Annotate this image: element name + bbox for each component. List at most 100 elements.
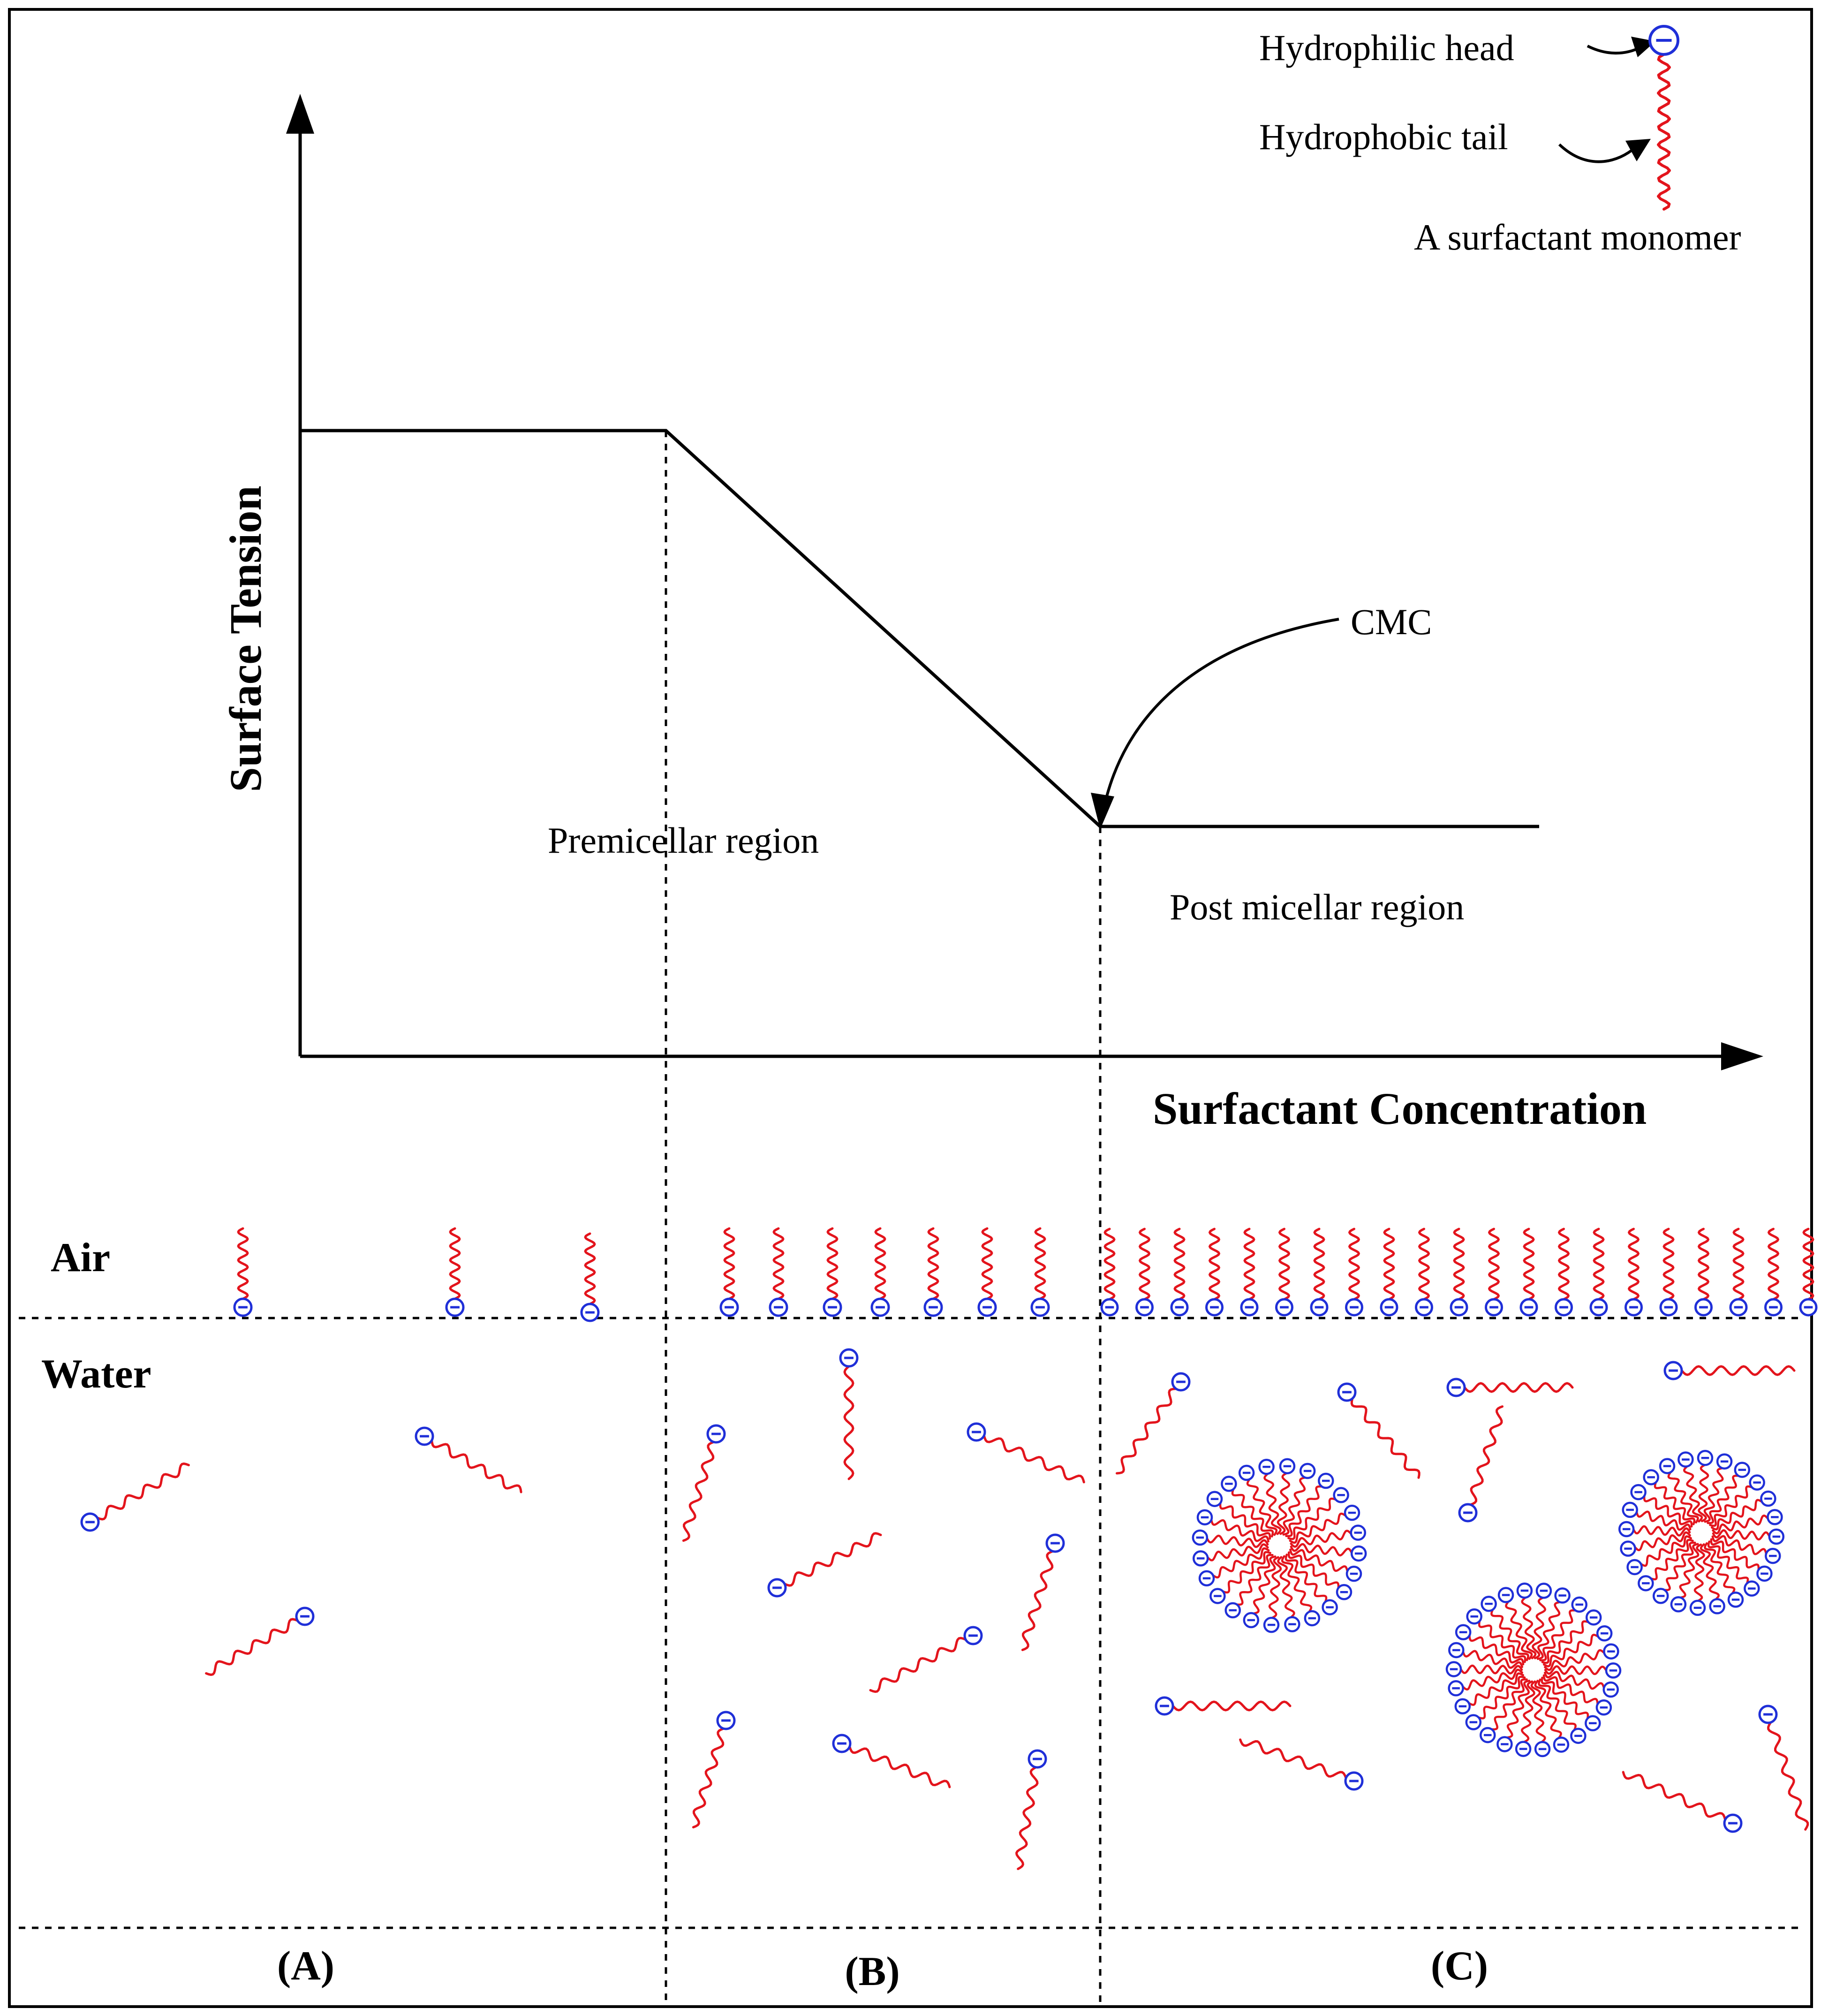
hydrophobic-tail	[1650, 1539, 1694, 1581]
surfactant-molecule	[719, 1227, 739, 1317]
surfactant-molecule	[1704, 1542, 1744, 1608]
hydrophobic-tail	[1021, 1550, 1054, 1652]
hydrophobic-tail	[1453, 1228, 1465, 1301]
hydrophobic-tail	[1802, 1228, 1814, 1301]
hydrophobic-tail	[1542, 1674, 1599, 1705]
hydrophobic-tail	[1654, 1481, 1696, 1525]
hydrophobic-tail	[1236, 1554, 1274, 1606]
surfactant-molecule	[1541, 1676, 1601, 1732]
surfactant-molecule	[1285, 1554, 1338, 1615]
surfactant-molecule	[1663, 1361, 1796, 1380]
surfactant-molecule	[1243, 1555, 1277, 1629]
surfactant-molecule	[1536, 1587, 1571, 1660]
hydrophobic-tail	[1707, 1474, 1739, 1524]
hydrophobic-tail	[1541, 1676, 1589, 1720]
surfactant-molecule	[1544, 1643, 1619, 1671]
surfactant-molecule	[1703, 1453, 1733, 1523]
hydrophobic-tail	[1287, 1497, 1337, 1540]
surfactant-molecule	[1206, 1491, 1271, 1540]
hydrophobic-tail	[1622, 1771, 1727, 1821]
hydrophobic-tail	[1657, 53, 1671, 211]
surfactant-molecule	[1287, 1487, 1349, 1540]
hydrophobic-tail	[237, 1227, 249, 1300]
hydrophobic-tail	[1277, 1556, 1295, 1619]
hydrophobic-tail	[1231, 1488, 1274, 1538]
surfactant-molecule	[1659, 1458, 1699, 1524]
surfactant-molecule	[767, 1532, 882, 1598]
surfactant-molecule	[1659, 1228, 1678, 1317]
surfactant-molecule	[1497, 1587, 1533, 1660]
surfactant-molecule	[1700, 1543, 1725, 1614]
panel-label-c: (C)	[1431, 1943, 1488, 1989]
hydrophobic-tail	[1541, 1620, 1590, 1664]
surfactant-molecule	[1310, 1228, 1329, 1317]
hydrophobic-tail	[1462, 1650, 1524, 1669]
surfactant-molecule	[1289, 1548, 1362, 1582]
surfactant-molecule	[1281, 1555, 1321, 1627]
y-axis-label: Surface Tension	[220, 485, 271, 792]
panel-label-b: (B)	[845, 1949, 899, 1994]
surfactant-molecule	[1799, 1228, 1818, 1317]
surfactant-molecule	[967, 1422, 1085, 1484]
hydrophobic-tail	[1698, 1463, 1709, 1523]
hydrophobic-tail	[1173, 1228, 1186, 1301]
hydrophobic-tail	[1463, 1382, 1574, 1393]
micelle	[1445, 1582, 1622, 1758]
hydrophobic-tail	[1530, 1680, 1546, 1743]
surfactant-molecule	[1541, 1609, 1602, 1664]
hydrophobic-tail	[1461, 1668, 1523, 1690]
hydrophobic-tail	[1383, 1228, 1395, 1301]
surfactant-molecule	[1458, 1405, 1504, 1523]
surfactant-molecule	[445, 1227, 465, 1317]
hydrophobic-tail	[1289, 1548, 1349, 1573]
hydrophobic-tail	[1640, 1535, 1693, 1567]
surfactant-molecule	[1277, 1556, 1300, 1633]
surfactant-molecule	[1697, 1449, 1714, 1523]
hydrophobic-tail	[1282, 1476, 1307, 1536]
surfactant-molecule	[1455, 1624, 1525, 1666]
hydrophobic-tail	[1542, 1634, 1600, 1667]
surfactant-molecule	[80, 1463, 190, 1532]
surfactant-molecule	[415, 1426, 522, 1493]
hydrophobic-tail	[1700, 1543, 1720, 1601]
surfactant-molecule	[1542, 1674, 1612, 1716]
water-label: Water	[41, 1351, 151, 1397]
hydrophobic-tail	[1488, 1228, 1500, 1301]
surfactant-molecule	[1620, 1531, 1691, 1557]
hydrophobic-tail	[1468, 1634, 1525, 1666]
surfactant-molecule	[1205, 1228, 1224, 1317]
hydrophobic-tail	[1034, 1227, 1046, 1300]
surfactant-molecule	[1622, 1501, 1692, 1531]
hydrophobic-tail	[1698, 1228, 1709, 1301]
surfactant-molecule	[1209, 1551, 1271, 1604]
hydrophobic-tail	[848, 1745, 951, 1789]
surfactant-molecule	[1538, 1678, 1587, 1744]
surfactant-molecule	[1712, 1528, 1785, 1545]
hydrophobic-tail	[1662, 1228, 1675, 1301]
x-axis-label: Surfactant Concentration	[1153, 1084, 1647, 1134]
hydrophobic-tail	[1679, 1543, 1700, 1599]
surfactant-molecule	[1711, 1535, 1781, 1564]
legend-monomer	[1648, 25, 1679, 211]
surfactant-molecule	[1519, 1228, 1538, 1317]
postmicellar-region-label: Post micellar region	[1170, 887, 1464, 927]
hydrophobic-tail	[1246, 1478, 1278, 1536]
hydrophobic-tail	[1469, 1405, 1504, 1506]
panel-label-a: (A)	[277, 1943, 334, 1989]
hydrophobic-tail	[1544, 1649, 1606, 1671]
surfactant-molecule	[1643, 1469, 1696, 1525]
surfactant-molecule	[1258, 1458, 1282, 1535]
hydrophobic-tail	[1643, 1495, 1693, 1528]
hydrophobic-tail	[1290, 1543, 1353, 1557]
surface-tension-curve	[300, 429, 1539, 828]
hydrophobic-tail	[1350, 1397, 1421, 1479]
surfactant-molecule	[1670, 1543, 1700, 1613]
hydrophobic-tail	[1285, 1485, 1323, 1538]
hydrophobic-tail	[584, 1232, 596, 1305]
hydrophobic-tail	[1680, 1365, 1796, 1376]
hydrophobic-tail	[1268, 1556, 1282, 1619]
hydrophobic-tail	[1477, 1675, 1526, 1720]
hydrophobic-tail	[1171, 1700, 1292, 1712]
air-label: Air	[51, 1235, 110, 1281]
hydrophobic-tail	[1243, 1228, 1255, 1301]
